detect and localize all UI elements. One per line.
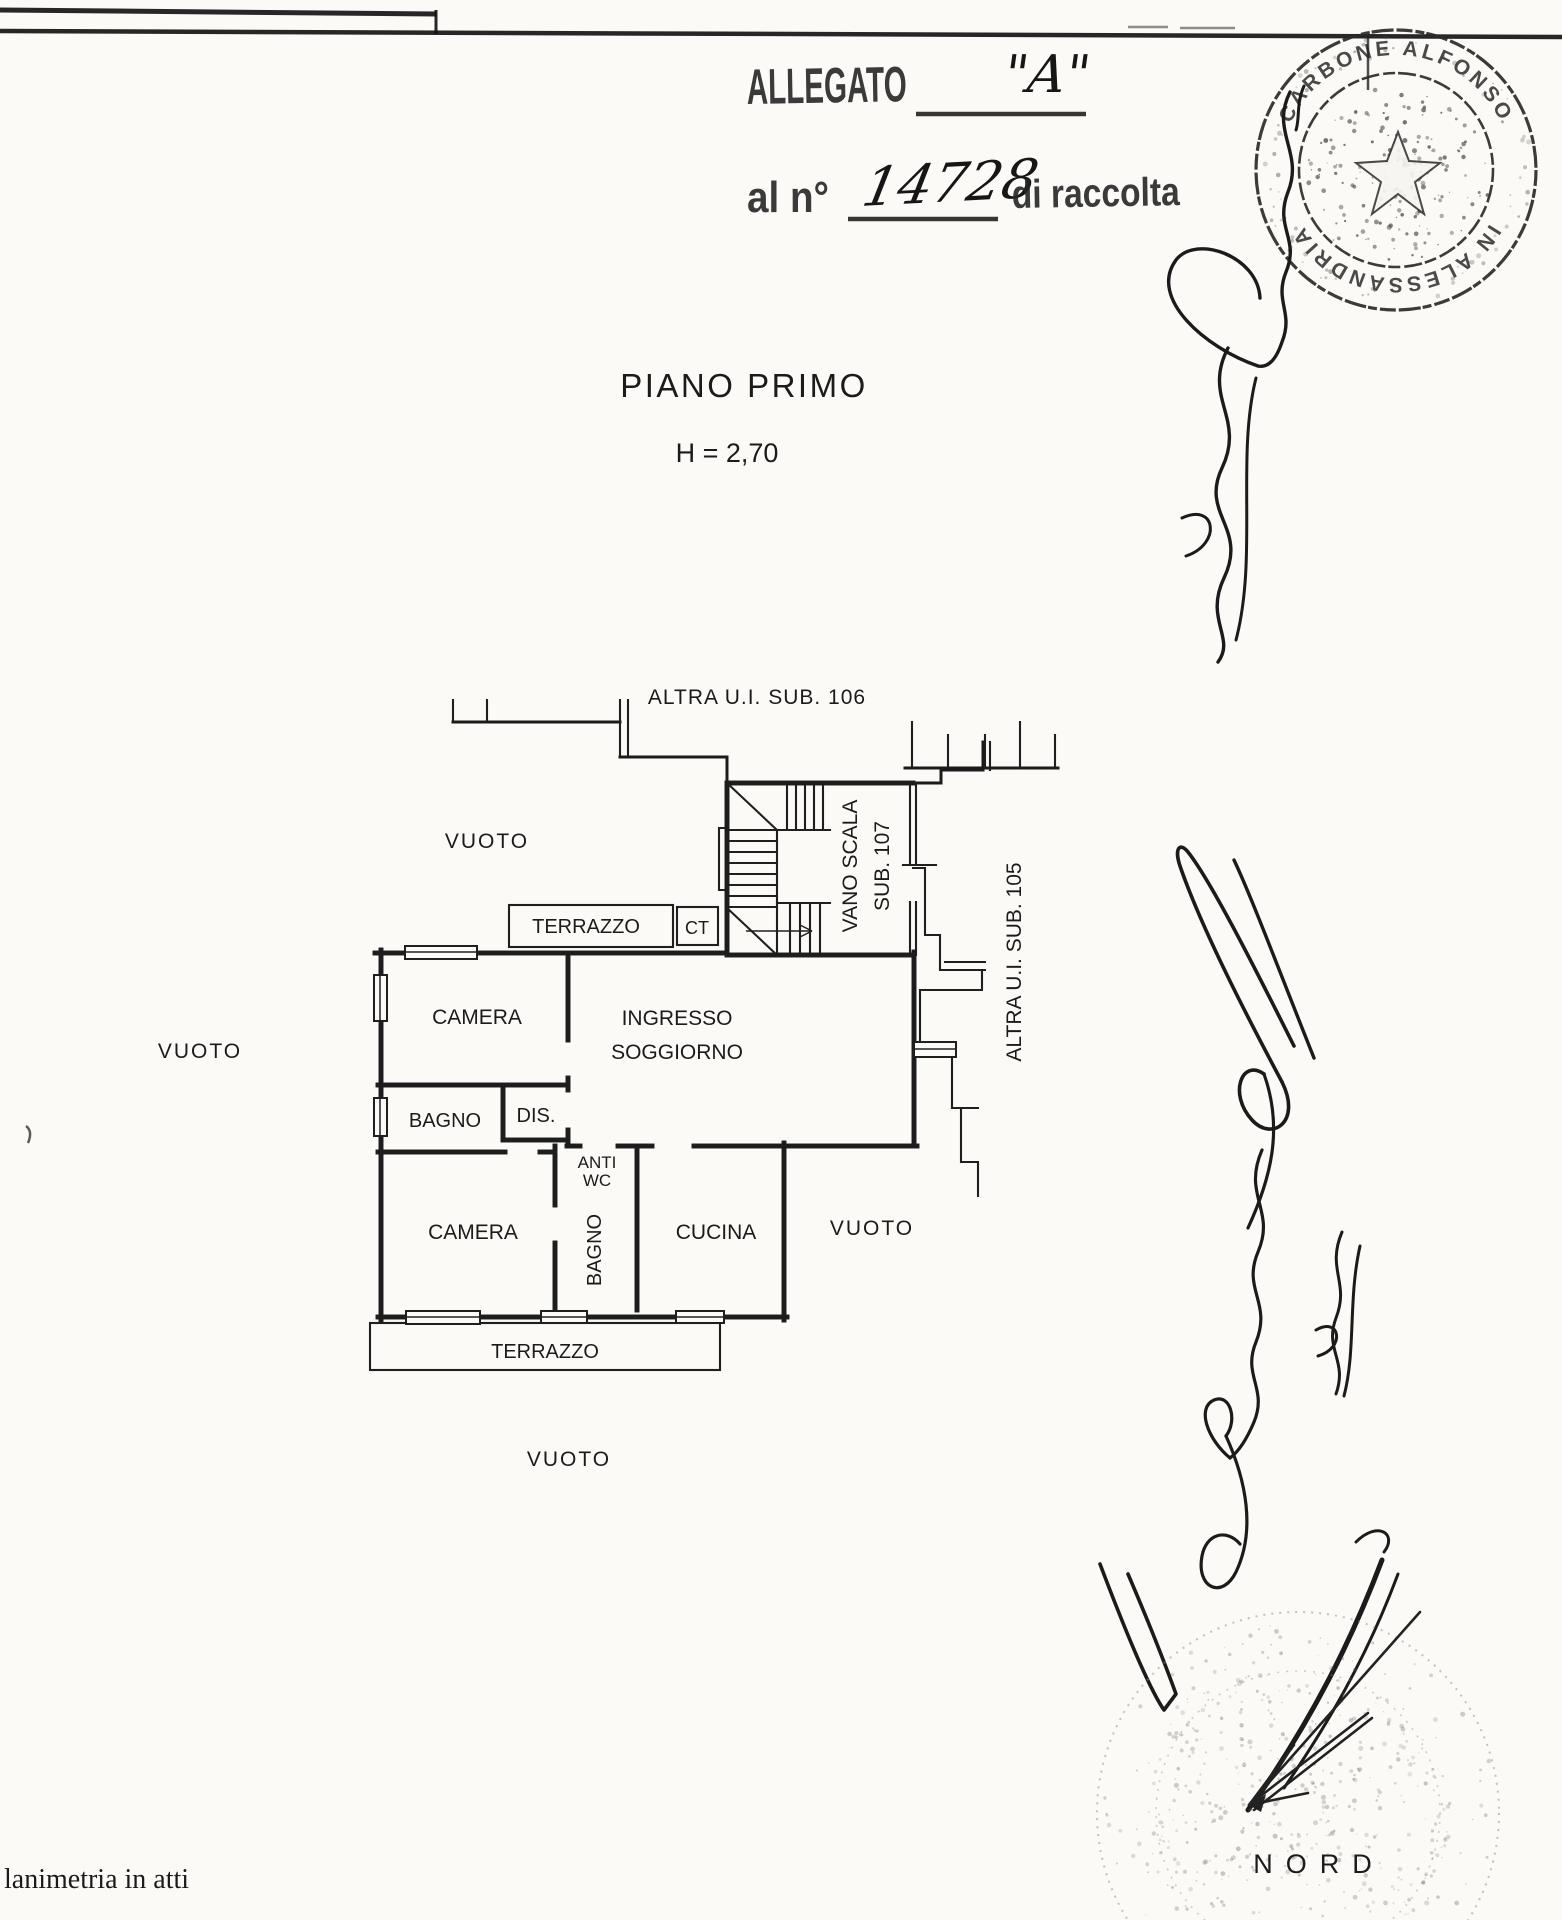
north-label: NORD [1253,1849,1385,1879]
svg-text:CARBONE ALFONSO: CARBONE ALFONSO [1274,37,1517,126]
north-arrow-icon [1247,1610,1422,1812]
terrace-top [507,903,720,949]
label-terrazzo-top: TERRAZZO [532,916,640,938]
label-camera-top: CAMERA [432,1006,522,1029]
compass-stamp-texture [1103,1625,1492,1918]
neighbor-walls-sub106 [451,698,1060,785]
plan-labels: ALTRA U.I. SUB. 106 VUOTO VUOTO VUOTO VU… [158,686,1026,1471]
floor-title: PIANO PRIMO [620,367,868,404]
compass-stamp: NORD [1096,1610,1500,1920]
label-altra-ui-105: ALTRA U.I. SUB. 105 [1003,862,1026,1061]
page-border [0,7,1562,1144]
ct-room [675,905,720,947]
allegato-handwritten-value: "A" [1000,45,1094,105]
label-camera-bottom: CAMERA [428,1221,518,1244]
stray-ink-mark [25,1124,32,1144]
label-vano-scala-2: SUB. 107 [871,821,894,911]
star-icon [1353,129,1443,217]
raccolta-label: di raccolta [1011,170,1180,217]
floor-plan: ALTRA U.I. SUB. 106 VUOTO VUOTO VUOTO VU… [158,686,1060,1471]
signatures [1098,84,1400,1813]
seal-arc-bottom-text: IN ALESSANDRIA [1287,221,1505,296]
label-anti-wc-2: WC [583,1171,611,1190]
stair-direction-arrow [746,924,813,938]
label-vuoto-top-left: VUOTO [445,830,529,853]
footer-note: lanimetria in atti [4,1864,189,1895]
label-terrazzo-bottom: TERRAZZO [491,1341,599,1363]
label-altra-ui-106: ALTRA U.I. SUB. 106 [648,686,866,709]
vano-scala-right-wall [908,781,918,957]
floor-height-note: H = 2,70 [676,438,779,468]
label-bagno-vertical: BAGNO [584,1214,606,1286]
protocol-label: al n° [747,173,829,222]
neighbor-walls-sub105 [901,863,987,1198]
seal-arc-top-text: CARBONE ALFONSO [1274,37,1514,126]
label-soggiorno: SOGGIORNO [611,1041,743,1064]
staircase [717,781,918,957]
notary-seal-stamp: CARBONE ALFONSO IN ALESSANDRIA [1254,28,1538,312]
protocol-number-handwritten: 14728 [857,147,1043,219]
signature-party-3 [1314,1230,1362,1398]
label-ingresso: INGRESSO [622,1007,733,1030]
signature-party-2 [1199,1148,1266,1590]
floor-title-block: PIANO PRIMO H = 2,70 [620,367,868,468]
label-vano-scala-1: VANO SCALA [839,800,862,933]
label-dis: DIS. [517,1105,556,1127]
label-anti-wc-1: ANTI [578,1153,617,1172]
signature-party-1 [1175,845,1316,1230]
seal-emblem-texture [1262,35,1532,299]
label-bagno: BAGNO [409,1110,481,1132]
svg-text:14728: 14728 [857,147,1043,219]
label-vuoto-right: VUOTO [830,1217,914,1240]
window-symbols [373,945,957,1325]
signature-notary-lower [1180,346,1258,664]
label-cucina: CUCINA [676,1221,757,1244]
label-vuoto-bottom: VUOTO [527,1448,611,1471]
svg-text:"A": "A" [1000,45,1094,105]
label-ct: CT [685,918,709,938]
allegato-label: ALLEGATO [746,56,907,115]
label-vuoto-left: VUOTO [158,1040,242,1063]
svg-text:IN ALESSANDRIA: IN ALESSANDRIA [1287,221,1505,296]
header: ALLEGATO "A" al n° 14728 di raccolta [746,45,1181,222]
signature-notary-upper [1167,84,1306,368]
